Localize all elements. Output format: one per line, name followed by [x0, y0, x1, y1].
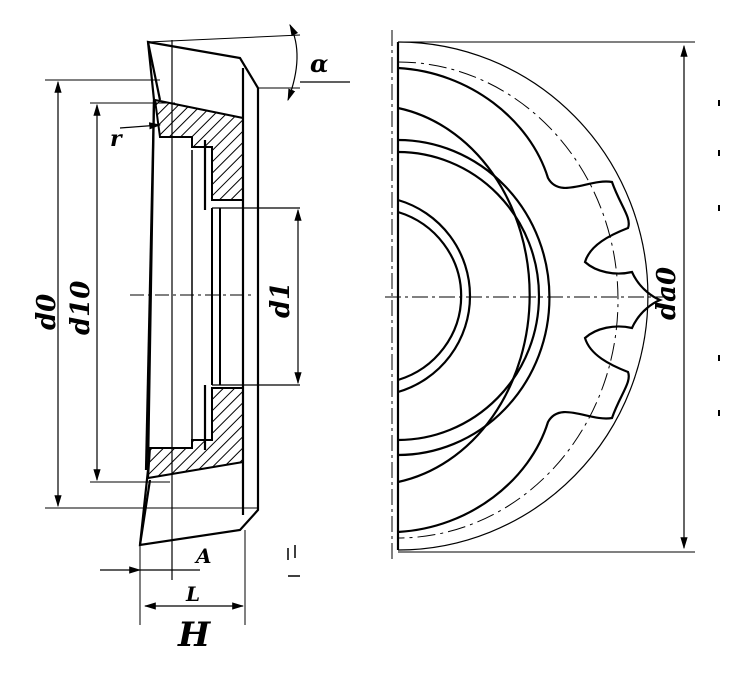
- label-H: H: [178, 615, 211, 655]
- dim-r: [119, 122, 162, 130]
- ring-inner-1: [397, 198, 472, 394]
- label-da0: da0: [652, 266, 682, 320]
- label-r: r: [110, 126, 122, 152]
- ring-mid: [397, 150, 541, 442]
- label-d10: d10: [66, 280, 96, 335]
- label-d1: d1: [266, 281, 296, 318]
- ring-inner-2: [397, 210, 463, 382]
- label-alpha: α: [310, 49, 329, 78]
- hub-section-bottom: [146, 387, 244, 480]
- hub-section-top: [153, 98, 244, 201]
- extension-lines-left: [45, 34, 301, 625]
- bore: [211, 207, 300, 386]
- label-d0: d0: [32, 293, 62, 330]
- tip-circle: [397, 41, 649, 551]
- dim-alpha: [287, 23, 299, 102]
- pitch-circle: [397, 61, 619, 539]
- cutter-front-view: [396, 41, 663, 551]
- ring-outer-1: [397, 106, 531, 484]
- dimension-lines: [54, 23, 350, 610]
- label-L: L: [186, 582, 201, 606]
- tooth-profile: [397, 66, 663, 534]
- label-A: A: [196, 544, 212, 568]
- scan-marks: [718, 100, 720, 416]
